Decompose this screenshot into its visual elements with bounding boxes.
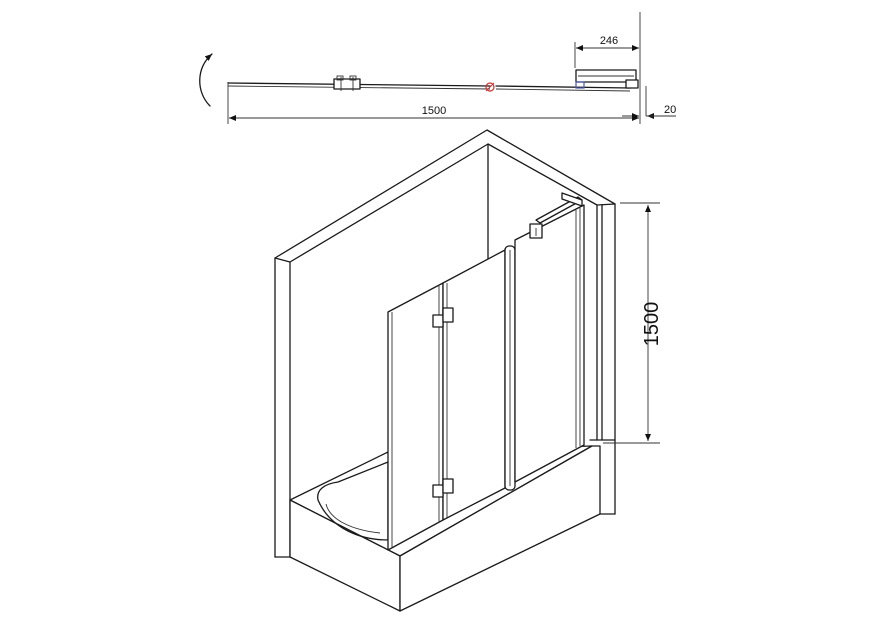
dimension-height: 1500 [603,202,663,444]
dimension-offset-label: 20 [664,104,676,116]
iso-door-profile [504,245,516,491]
iso-stabiliser-bar [529,192,583,239]
rotation-arrow-icon [199,53,213,107]
plan-glass-panel [227,82,631,92]
dimension-width-label: 1500 [422,105,446,117]
plan-handle [333,75,361,91]
dimension-height-label: 1500 [641,302,663,347]
iso-glass-panel-fixed [514,204,585,483]
iso-view: 1500 [274,129,663,612]
dimension-width: 1500 [229,105,639,121]
iso-hinge-bottom-icon [432,478,454,498]
plan-view: 1500 246 20 [199,12,676,124]
iso-hinge-top-icon [432,307,454,328]
dimension-offset: 20 [622,104,676,119]
plan-wall-bracket [575,69,639,89]
plan-hinge-icon [485,82,495,92]
dimension-return-label: 246 [600,35,618,47]
dimension-return: 246 [576,35,639,51]
iso-side-wall [589,203,616,515]
